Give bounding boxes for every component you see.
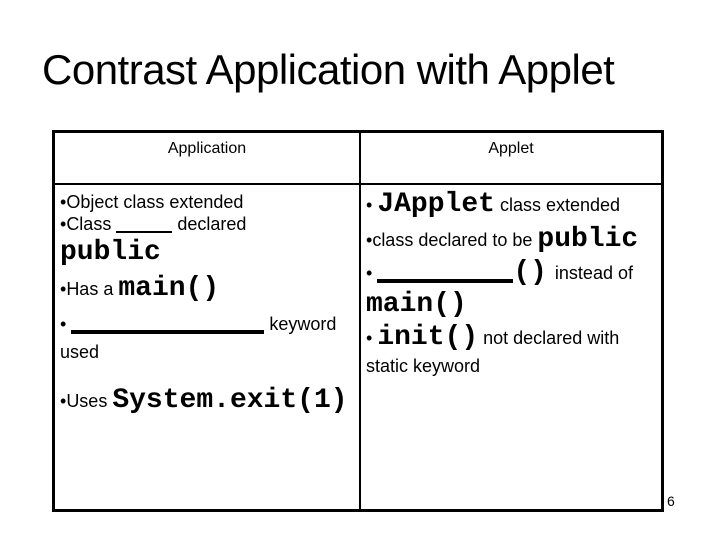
list-item: •Uses System.exit(1) [60, 383, 357, 419]
text-segment: not declared with [478, 328, 620, 348]
text-segment: Class [66, 214, 117, 234]
code-segment: main() [118, 273, 220, 304]
blank-line [116, 231, 173, 233]
bullet: • [60, 214, 67, 234]
text-segment: keyword [264, 314, 337, 334]
list-item: • init() not declared with [366, 321, 659, 355]
code-segment: () [513, 257, 547, 288]
list-item: •Has a main() [60, 271, 357, 307]
slide-title: Contrast Application with Applet [42, 46, 615, 93]
bullet: • [366, 263, 378, 283]
text-segment: class declared to be [372, 230, 538, 250]
code-segment: main() [366, 289, 467, 320]
bullet: • [366, 195, 378, 215]
bullet: • [60, 314, 72, 334]
blank-line [71, 330, 265, 334]
code-segment: init() [377, 322, 479, 353]
list-item: •Class declared [60, 213, 357, 235]
code-segment: public [537, 224, 639, 255]
text-segment: Object class extended [66, 192, 244, 212]
text-segment: static keyword [366, 356, 481, 376]
bullet: • [60, 391, 67, 411]
text-segment: class extended [494, 195, 621, 215]
list-item: static keyword [366, 355, 659, 377]
list-item: • keyword [60, 307, 357, 341]
page-number: 6 [667, 493, 675, 509]
text-segment: Has a [66, 279, 119, 299]
application-cell: •Object class extended •Class declared p… [55, 185, 361, 509]
bullet: • [60, 279, 67, 299]
list-item: • () instead of [366, 257, 659, 289]
blank-line [377, 279, 514, 283]
code-segment: public [60, 237, 161, 268]
list-item: • JApplet class extended [366, 187, 659, 223]
list-item: public [60, 235, 357, 271]
table-header-application: Application [55, 133, 361, 185]
list-item: •Object class extended [60, 191, 357, 213]
comparison-table: Application Applet •Object class extende… [52, 130, 664, 512]
list-item: •class declared to be public [366, 223, 659, 257]
bullet: • [60, 192, 67, 212]
bullet: • [366, 230, 373, 250]
text-segment: Uses [66, 391, 113, 411]
text-segment: used [60, 342, 100, 362]
text-segment: declared [172, 214, 247, 234]
table-header-applet: Applet [361, 133, 661, 185]
bullet: • [366, 328, 378, 348]
list-item: used [60, 341, 357, 363]
list-item: main() [366, 289, 659, 321]
code-segment: System.exit(1) [112, 385, 348, 416]
code-segment: JApplet [377, 189, 495, 220]
text-segment: instead of [554, 263, 633, 283]
applet-cell: • JApplet class extended •class declared… [361, 185, 661, 509]
